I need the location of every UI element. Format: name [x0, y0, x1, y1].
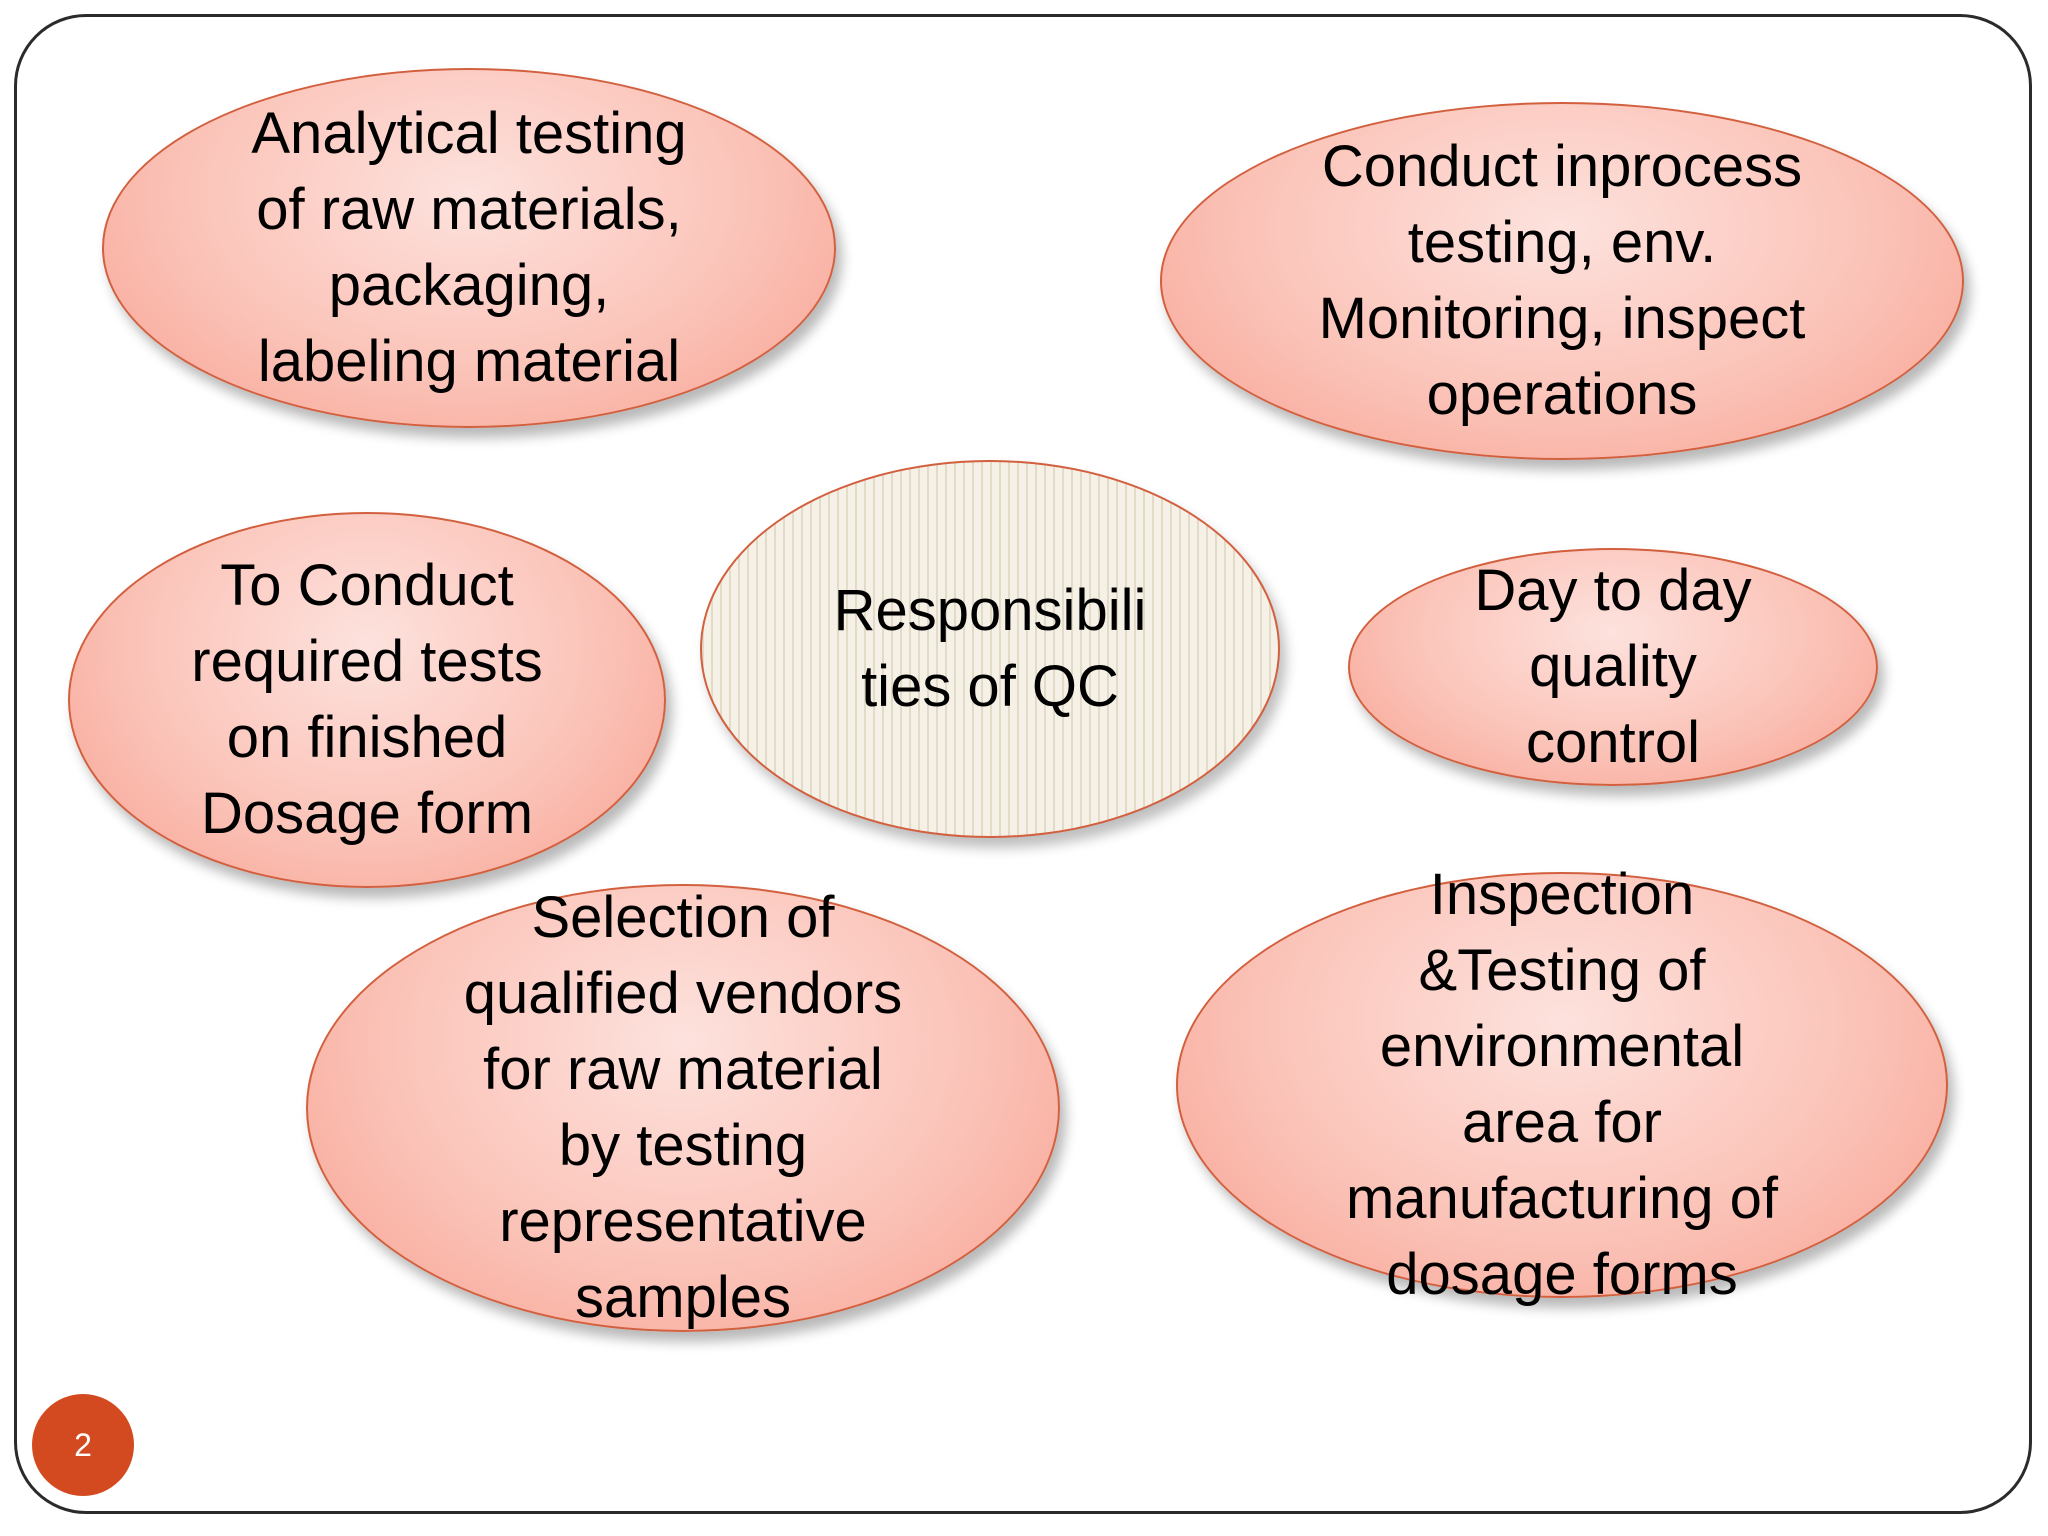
oval-environmental-inspection: Inspection &Testing of environmental are… [1176, 862, 1948, 1307]
oval-analytical-testing-label: Analytical testing of raw materials, pac… [251, 101, 687, 394]
oval-vendor-selection-label: Selection of qualified vendors for raw m… [463, 885, 903, 1330]
oval-analytical-testing: Analytical testing of raw materials, pac… [102, 68, 836, 428]
oval-finished-dosage-tests: To Conduct required tests on finished Do… [68, 512, 666, 888]
oval-finished-dosage-tests-label: To Conduct required tests on finished Do… [191, 553, 543, 846]
page-number-label: 2 [74, 1426, 92, 1463]
page-number-badge: 2 [32, 1394, 134, 1496]
center-oval-responsibilities: Responsibili ties of QC [700, 460, 1280, 838]
oval-inprocess-testing-label: Conduct inprocess testing, env. Monitori… [1318, 134, 1806, 427]
oval-day-to-day-quality: Day to day quality control [1348, 548, 1878, 786]
oval-day-to-day-quality-label: Day to day quality control [1474, 558, 1752, 775]
oval-environmental-inspection-label: Inspection &Testing of environmental are… [1345, 862, 1779, 1307]
oval-vendor-selection: Selection of qualified vendors for raw m… [306, 884, 1060, 1332]
oval-inprocess-testing: Conduct inprocess testing, env. Monitori… [1160, 102, 1964, 460]
center-oval-label: Responsibili ties of QC [833, 578, 1147, 719]
